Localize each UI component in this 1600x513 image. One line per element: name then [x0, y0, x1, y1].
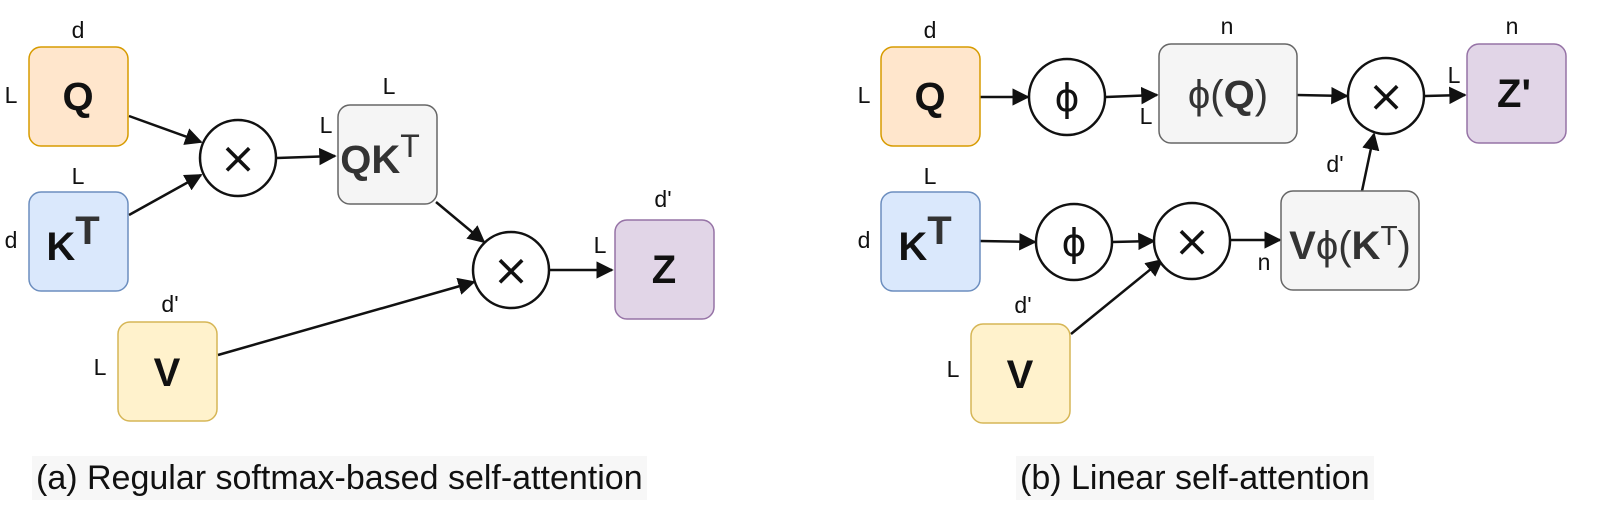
zprime-box: [1466, 43, 1567, 144]
multiply-icon: ×: [220, 133, 257, 184]
q-dim-top: d: [72, 17, 85, 43]
kt-dim-top: L: [924, 163, 937, 189]
caption-panel-b: (b) Linear self-attention: [1016, 456, 1374, 500]
z-dim-top: d': [654, 186, 671, 212]
v-box-label: V: [154, 351, 181, 395]
arrow-kt-to-mult1: [128, 173, 203, 217]
kt-dim-top: L: [72, 163, 85, 189]
q-dim-left: L: [858, 82, 871, 108]
vphik-box-label: Vϕ(KT): [1289, 220, 1411, 268]
q-dim-top: d: [924, 17, 937, 43]
qkt-box-label: QKT: [340, 128, 420, 182]
v-box-label: V: [1007, 353, 1034, 397]
phi-icon: ϕ: [1061, 221, 1086, 265]
qkt-box: [337, 104, 438, 205]
phiq-dim-left: L: [1140, 103, 1153, 129]
phi-circle-2: [1034, 202, 1114, 282]
multiply-icon: ×: [493, 245, 530, 296]
zprime-box-label: Z': [1497, 72, 1531, 116]
vphik-dim-top: d': [1326, 151, 1343, 177]
v-box: [117, 321, 218, 422]
v-dim-left: L: [94, 354, 107, 380]
q-box: [28, 46, 129, 147]
arrow-vphik-to-mult: [1360, 132, 1380, 192]
caption-panel-a: (a) Regular softmax-based self-attention: [32, 456, 647, 500]
arrow-phi2-to-mult: [1111, 232, 1156, 251]
arrow-kt-to-phi2: [979, 232, 1037, 251]
phi-circle-1: [1027, 57, 1107, 137]
multiply-circle-1: [198, 118, 278, 198]
v-box: [970, 323, 1071, 424]
kt-dim-left: d: [5, 227, 18, 253]
q-box-label: Q: [914, 75, 945, 119]
multiply-circle-bottom: [1152, 201, 1232, 281]
kt-box: [880, 191, 981, 292]
multiply-circle-top: [1346, 56, 1426, 136]
kt-dim-left: d: [858, 227, 871, 253]
v-dim-top: d': [161, 291, 178, 317]
vphik-box: [1280, 190, 1420, 291]
arrow-phiq-to-mult: [1296, 86, 1349, 105]
q-box: [880, 46, 981, 147]
kt-box: [28, 191, 129, 292]
phiq-dim-top: n: [1221, 13, 1234, 39]
q-box-label: Q: [62, 75, 93, 119]
arrow-mult1-to-qkt: [276, 147, 337, 166]
phiq-box: [1158, 43, 1298, 144]
v-dim-top: d': [1014, 292, 1031, 318]
qkt-dim-left: L: [320, 112, 333, 138]
z-box-label: Z: [652, 248, 676, 292]
phiq-box-label: ϕ(Q): [1188, 73, 1268, 117]
qkt-dim-top: L: [383, 73, 396, 99]
zprime-dim-left: L: [1448, 62, 1461, 88]
kt-box-label: KT: [46, 209, 99, 269]
multiply-icon: ×: [1368, 71, 1405, 122]
panel-b: Q d L KT L d V d' L ϕ ϕ(Q) n L × Z' n L …: [858, 13, 1567, 424]
q-dim-left: L: [5, 82, 18, 108]
arrow-mult-to-zprime: [1424, 86, 1467, 105]
arrow-qkt-to-mult2: [435, 201, 486, 244]
arrow-phi1-to-phiq: [1105, 86, 1159, 105]
arrow-v-to-mult2: [217, 277, 476, 357]
panel-a: Q d L KT L d V d' L × QKT L L × Z d' L: [5, 17, 715, 422]
phi-icon: ϕ: [1054, 76, 1079, 120]
v-dim-left: L: [947, 356, 960, 382]
zprime-dim-top: n: [1506, 13, 1519, 39]
z-box: [614, 219, 715, 320]
arrow-q-to-mult1: [128, 114, 203, 145]
kt-box-label: KT: [898, 209, 951, 269]
arrow-v-to-mult: [1070, 258, 1164, 335]
vphik-dim-left: n: [1258, 249, 1271, 275]
z-dim-left: L: [594, 232, 607, 258]
multiply-icon: ×: [1174, 216, 1211, 267]
multiply-circle-2: [471, 230, 551, 310]
